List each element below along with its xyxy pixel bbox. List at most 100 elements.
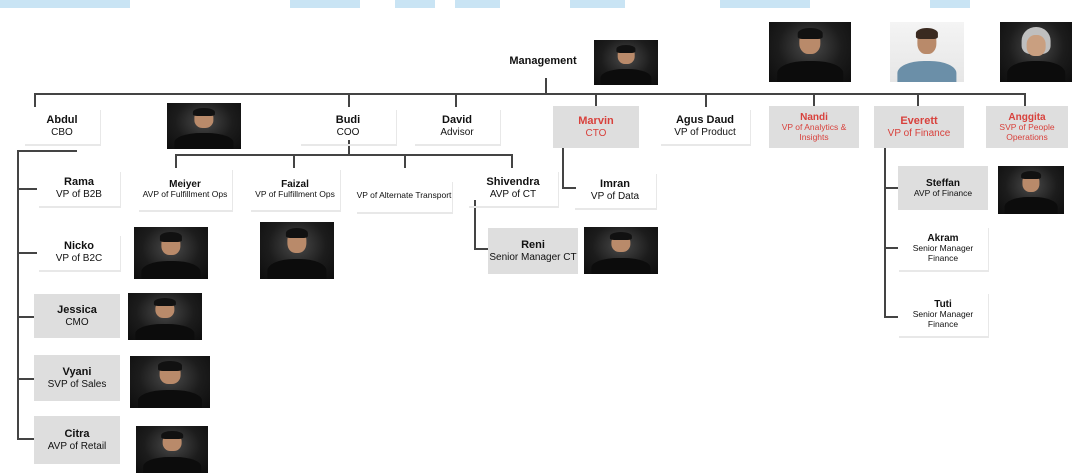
org-node-agus-daud: Agus Daud VP of Product bbox=[660, 108, 750, 144]
node-title: AVP of CT bbox=[489, 188, 537, 200]
top-band bbox=[930, 0, 970, 8]
org-node-david: David Advisor bbox=[414, 108, 500, 144]
photo-faizal bbox=[260, 222, 334, 279]
node-title: COO bbox=[336, 126, 360, 138]
org-node-citra: Citra AVP of Retail bbox=[34, 416, 120, 464]
org-node-meiyer: Meiyer AVP of Fulfillment Ops bbox=[138, 168, 232, 210]
photo-management bbox=[594, 40, 658, 85]
photo-reni bbox=[584, 227, 658, 274]
node-title: Advisor bbox=[440, 126, 474, 138]
node-title: Senior Manager CT bbox=[489, 251, 577, 263]
node-name: Everett bbox=[900, 115, 938, 128]
connector-line bbox=[348, 93, 350, 107]
top-band bbox=[290, 0, 360, 8]
org-node-tuti: Tuti Senior Manager Finance bbox=[898, 292, 988, 336]
node-name: Shivendra bbox=[486, 176, 540, 189]
connector-line bbox=[293, 154, 295, 168]
connector-line bbox=[562, 187, 576, 189]
photo-nandi bbox=[769, 22, 851, 82]
node-name: Abdul bbox=[46, 114, 78, 127]
org-node-akram: Akram Senior Manager Finance bbox=[898, 226, 988, 270]
top-band bbox=[720, 0, 810, 8]
connector-line bbox=[884, 316, 898, 318]
connector-line bbox=[455, 93, 457, 107]
node-name: Management bbox=[509, 54, 577, 67]
node-name: Imran bbox=[600, 178, 630, 191]
photo-citra bbox=[136, 426, 208, 473]
connector-line bbox=[17, 150, 19, 440]
node-name: Nandi bbox=[800, 112, 828, 124]
connector-line bbox=[17, 316, 37, 318]
connector-line bbox=[404, 154, 406, 168]
node-title: VP of B2C bbox=[55, 252, 103, 264]
node-name: Jessica bbox=[57, 304, 97, 317]
node-name: Reni bbox=[521, 239, 545, 252]
connector-line bbox=[705, 93, 707, 107]
node-title: CTO bbox=[585, 127, 607, 139]
node-name: Marvin bbox=[578, 115, 614, 128]
node-name: Steffan bbox=[926, 177, 960, 189]
top-band bbox=[395, 0, 435, 8]
node-name: Vyani bbox=[62, 366, 92, 379]
connector-line bbox=[175, 154, 177, 168]
node-name: Nicko bbox=[64, 240, 94, 253]
photo-steffan bbox=[998, 166, 1064, 214]
node-title: SVP of Sales bbox=[47, 378, 107, 390]
top-band bbox=[0, 0, 130, 8]
org-node-budi: Budi COO bbox=[300, 108, 396, 144]
connector-line bbox=[474, 200, 476, 250]
photo-vyani bbox=[130, 356, 210, 408]
connector-line bbox=[595, 93, 597, 107]
node-name: Agus Daud bbox=[675, 114, 735, 127]
connector-line bbox=[884, 187, 898, 189]
connector-line bbox=[562, 148, 564, 188]
org-node-alternate-transport: VP of Alternate Transport bbox=[356, 180, 452, 212]
node-title: VP of Data bbox=[590, 190, 640, 202]
org-node-faizal: Faizal VP of Fulfillment Ops bbox=[250, 168, 340, 210]
org-node-jessica: Jessica CMO bbox=[34, 294, 120, 338]
org-node-rama: Rama VP of B2B bbox=[38, 170, 120, 206]
node-name: Akram bbox=[927, 233, 959, 245]
node-name: Budi bbox=[335, 114, 361, 127]
connector-line bbox=[813, 93, 815, 107]
top-band bbox=[455, 0, 500, 8]
node-title: Senior Manager Finance bbox=[912, 309, 974, 329]
org-node-everett: Everett VP of Finance bbox=[874, 106, 964, 148]
node-name: Rama bbox=[64, 176, 94, 189]
photo-everett bbox=[890, 22, 964, 82]
node-title: VP of B2B bbox=[56, 188, 102, 200]
connector-line bbox=[17, 252, 37, 254]
org-node-imran: Imran VP of Data bbox=[574, 172, 656, 208]
node-title: VP of Product bbox=[674, 126, 736, 138]
org-node-steffan: Steffan AVP of Finance bbox=[898, 166, 988, 210]
org-node-marvin: Marvin CTO bbox=[553, 106, 639, 148]
node-title: VP of Finance bbox=[887, 127, 951, 139]
photo-jessica bbox=[128, 293, 202, 340]
node-name: Faizal bbox=[281, 178, 309, 190]
org-node-vyani: Vyani SVP of Sales bbox=[34, 355, 120, 401]
photo-nicko bbox=[134, 227, 208, 279]
connector-line bbox=[511, 154, 513, 168]
connector-line bbox=[348, 140, 350, 154]
node-name: Anggita bbox=[1008, 112, 1046, 124]
photo-anggita bbox=[1000, 22, 1072, 82]
connector-line bbox=[474, 248, 488, 250]
connector-line bbox=[545, 78, 547, 94]
connector-line bbox=[34, 93, 36, 107]
node-title: VP of Analytics & Insights bbox=[781, 122, 847, 142]
node-name: Citra bbox=[64, 428, 90, 441]
connector-line bbox=[1024, 93, 1026, 107]
node-title: CBO bbox=[51, 126, 73, 138]
node-title: AVP of Finance bbox=[913, 187, 973, 198]
node-title: VP of Fulfillment Ops bbox=[255, 188, 335, 199]
node-name: David bbox=[442, 114, 472, 127]
photo-abdul bbox=[167, 103, 241, 149]
org-node-reni: Reni Senior Manager CT bbox=[488, 228, 578, 274]
connector-line bbox=[884, 247, 898, 249]
org-node-anggita: Anggita SVP of People Operations bbox=[986, 106, 1068, 148]
org-node-nicko: Nicko VP of B2C bbox=[38, 234, 120, 270]
connector-line bbox=[17, 378, 37, 380]
connector-line bbox=[17, 150, 77, 152]
connector-line bbox=[884, 148, 886, 318]
org-node-nandi: Nandi VP of Analytics & Insights bbox=[769, 106, 859, 148]
